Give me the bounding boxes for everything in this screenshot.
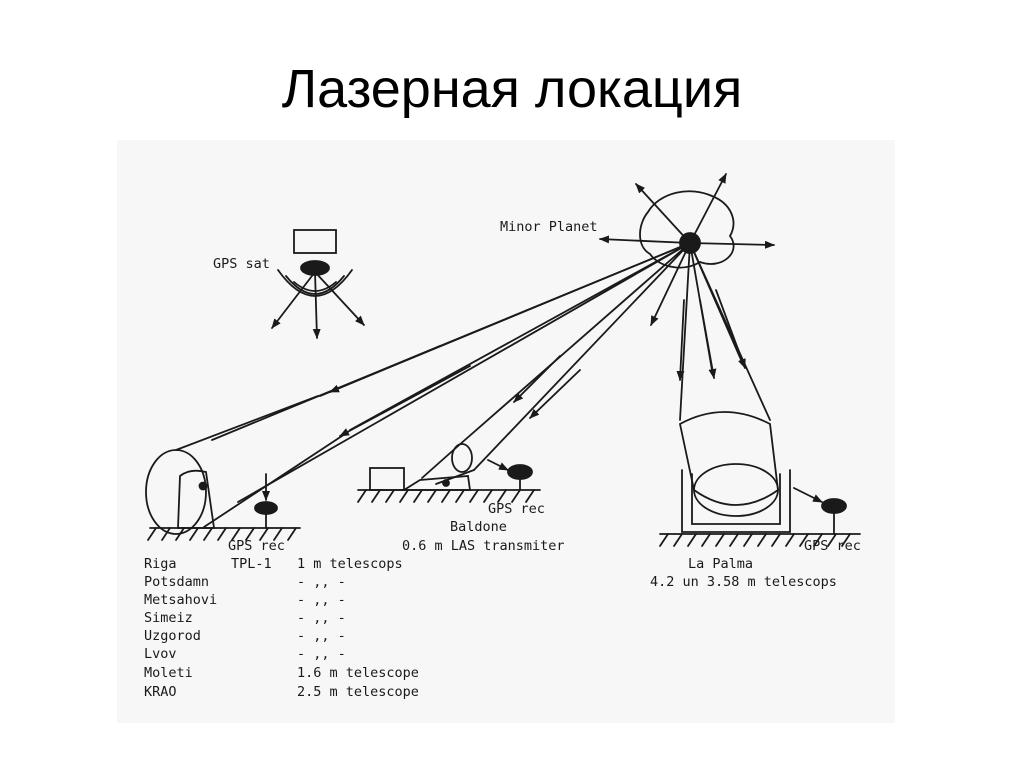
scatter-arrows [599, 173, 775, 326]
station-name: Lvov [144, 646, 177, 662]
la-palma-beam-arrows [676, 289, 746, 381]
baldone-ground [357, 489, 541, 503]
la-palma-telescope [678, 411, 791, 533]
gps-sat-signal-arrows [271, 271, 365, 339]
la-palma-desc: 4.2 un 3.58 m telescops [650, 574, 837, 590]
la-palma-name: La Palma [688, 556, 753, 572]
minor-planet-label: Minor Planet [500, 219, 598, 235]
la-palma-beam-lines [679, 242, 771, 421]
baldone-desc: 0.6 m LAS transmiter [402, 538, 565, 554]
gps-sat-label: GPS sat [213, 256, 270, 272]
baldone-gps-rec-label: GPS rec [488, 501, 545, 517]
station-desc: - ,, - [297, 628, 346, 644]
baldone-beam-lines [457, 242, 691, 471]
station-desc: - ,, - [297, 574, 346, 590]
baldone-name: Baldone [450, 519, 507, 535]
station-instrument: TPL-1 [231, 556, 272, 572]
station-desc: - ,, - [297, 646, 346, 662]
riga-gps-rec-label: GPS rec [228, 538, 285, 554]
station-desc: 2.5 m telescope [297, 684, 419, 700]
riga-gps-receiver [254, 473, 278, 529]
station-list: Riga TPL-1 1 m telescops Potsdamn - ,, -… [144, 556, 419, 700]
station-name: Simeiz [144, 610, 193, 626]
station-name: Moleti [144, 665, 193, 681]
station-name: Uzgorod [144, 628, 201, 644]
baldone-telescope [369, 443, 475, 491]
riga-beam-lines [211, 242, 691, 503]
la-palma-ground [659, 533, 861, 547]
gps-sat-panel [293, 229, 337, 254]
diagram-labels: Minor Planet GPS sat GPS rec Baldone 0.6… [213, 219, 861, 590]
slide-title: Лазерная локация [281, 59, 743, 119]
station-name: Potsdamn [144, 574, 209, 590]
station-desc: - ,, - [297, 610, 346, 626]
minor-planet-shape [639, 190, 735, 269]
riga-telescope [145, 395, 349, 535]
la-palma-gps-receiver [793, 487, 847, 535]
riga-ground [147, 527, 301, 541]
baldone-gps-receiver [487, 459, 533, 491]
baldone-beam-arrows [513, 355, 581, 419]
station-name: KRAO [144, 684, 177, 700]
station-name: Metsahovi [144, 592, 217, 608]
station-name: Riga [144, 556, 177, 572]
station-desc: 1.6 m telescope [297, 665, 419, 681]
station-desc: 1 m telescops [297, 556, 403, 572]
scanned-diagram-background [117, 140, 895, 723]
la-palma-gps-rec-label: GPS rec [804, 538, 861, 554]
station-desc: - ,, - [297, 592, 346, 608]
riga-beam-arrows [329, 345, 471, 437]
